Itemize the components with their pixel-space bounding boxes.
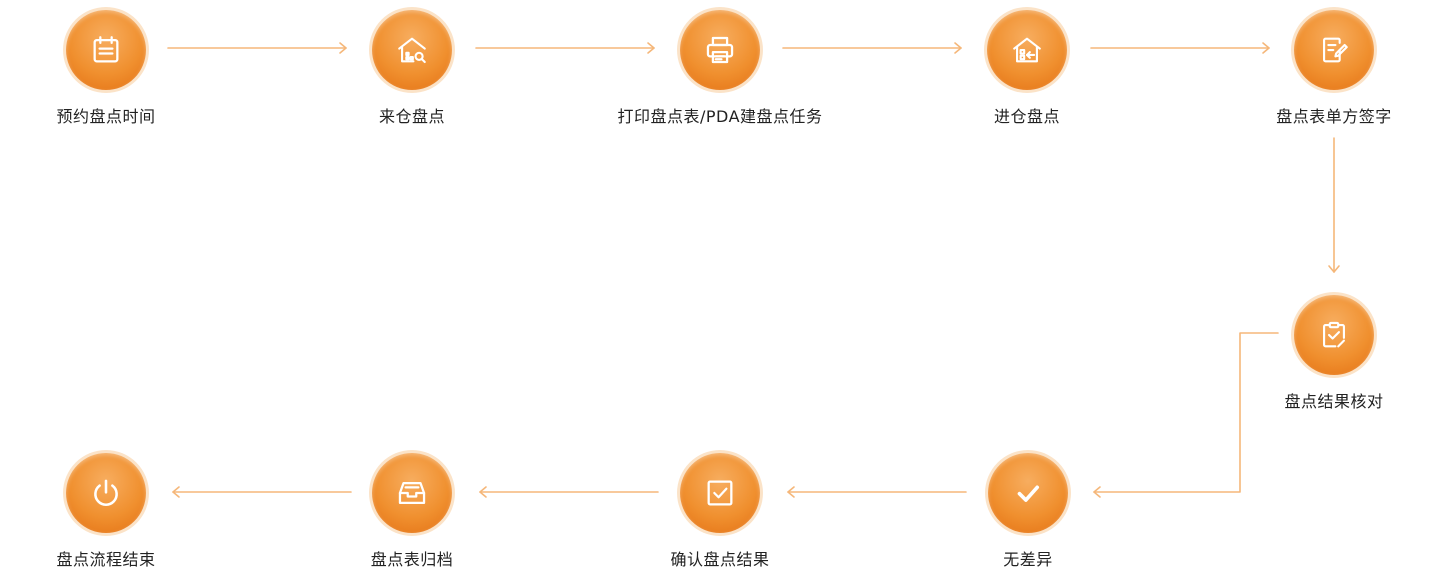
step-6: 盘点结果核对: [1194, 295, 1440, 412]
power-icon: [94, 479, 118, 507]
step-5: 盘点表单方签字: [1194, 10, 1440, 127]
calendar-icon: [93, 36, 119, 63]
step-7-label: 无差异: [1003, 550, 1053, 569]
step-9: 盘点表归档: [272, 453, 552, 570]
warehouse-search-icon: [398, 37, 426, 64]
checkmark-icon: [1017, 485, 1040, 502]
step-1-label: 预约盘点时间: [56, 107, 156, 126]
step-8-label: 确认盘点结果: [670, 550, 770, 569]
step-6-circle: [1294, 295, 1374, 375]
document-sign-icon: [1323, 37, 1348, 63]
step-4-circle: [987, 10, 1067, 90]
arrow-7-8: [787, 486, 967, 498]
step-7-circle: [988, 453, 1068, 533]
step-9-circle: [372, 453, 452, 533]
arrow-4-5: [1090, 42, 1270, 54]
step-8-circle: [680, 453, 760, 533]
step-5-circle: [1294, 10, 1374, 90]
arrow-6-7: [1093, 332, 1279, 498]
arrow-5-6: [1328, 137, 1340, 273]
arrow-3-4: [782, 42, 962, 54]
arrow-2-3: [475, 42, 655, 54]
step-8: 确认盘点结果: [580, 453, 860, 570]
arrow-9-10: [172, 486, 352, 498]
arrow-8-9: [479, 486, 659, 498]
step-1-circle: [66, 10, 146, 90]
warehouse-enter-icon: [1013, 37, 1041, 63]
step-2: 来仓盘点: [272, 10, 552, 127]
step-10-circle: [66, 453, 146, 533]
step-4: 进仓盘点: [887, 10, 1167, 127]
step-4-label: 进仓盘点: [993, 107, 1060, 126]
step-7: 无差异: [888, 453, 1168, 570]
step-2-circle: [372, 10, 452, 90]
step-2-label: 来仓盘点: [378, 107, 445, 126]
step-5-label: 盘点表单方签字: [1276, 107, 1392, 126]
printer-icon: [706, 36, 734, 64]
step-3-label: 打印盘点表/PDA建盘点任务: [617, 107, 823, 126]
step-10: 盘点流程结束: [0, 453, 246, 570]
clipboard-check-icon: [1323, 321, 1345, 348]
step-3: 打印盘点表/PDA建盘点任务: [580, 10, 860, 127]
archive-tray-icon: [398, 481, 426, 505]
step-10-label: 盘点流程结束: [56, 550, 156, 569]
arrow-1-2: [167, 42, 347, 54]
step-9-label: 盘点表归档: [370, 550, 454, 569]
step-6-label: 盘点结果核对: [1284, 392, 1384, 411]
checkbox-icon: [707, 480, 733, 506]
step-3-circle: [680, 10, 760, 90]
step-1: 预约盘点时间: [0, 10, 246, 127]
